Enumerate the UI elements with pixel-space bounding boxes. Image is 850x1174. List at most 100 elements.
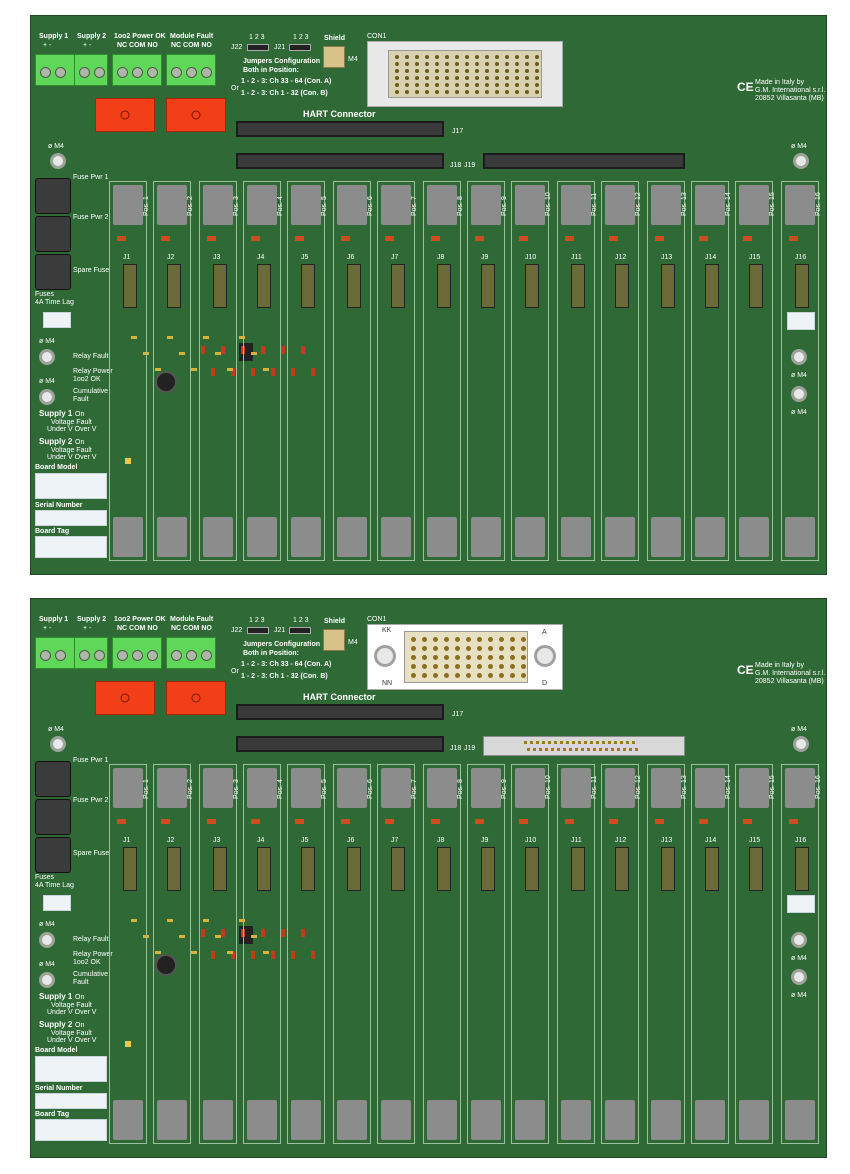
smd-component [131, 336, 137, 339]
slot-hart-connector [661, 847, 675, 891]
module-fault-relay [166, 98, 226, 132]
supply2-terminal-block[interactable] [74, 54, 108, 86]
module-fault-terminal-block[interactable] [166, 637, 216, 669]
hart-connector-j17[interactable] [236, 121, 444, 137]
spare-fuse[interactable] [35, 254, 71, 290]
con1-pin [505, 55, 509, 59]
serial-number-field[interactable] [35, 510, 107, 526]
smd-resistor [201, 929, 205, 937]
fuse-pwr2[interactable] [35, 216, 71, 252]
power-ok-terminal-block[interactable] [112, 637, 162, 669]
board-tag-field[interactable] [35, 1119, 107, 1141]
con1-pin [444, 637, 449, 642]
slot-top-connector [113, 768, 143, 808]
con1-connector[interactable] [367, 41, 563, 107]
board-model-field[interactable] [35, 1056, 107, 1082]
board-tag-field[interactable] [35, 536, 107, 558]
con1-pin [422, 673, 427, 678]
con1-pin [465, 90, 469, 94]
spare-fuse[interactable] [35, 837, 71, 873]
fuse-pwr1[interactable] [35, 761, 71, 797]
board-model-field[interactable] [35, 473, 107, 499]
con1-pin [435, 90, 439, 94]
j22-jumper[interactable] [247, 44, 269, 51]
shield-pad[interactable] [323, 46, 345, 68]
hart-connector-j18[interactable] [236, 736, 444, 752]
slot16-label-pad [787, 895, 815, 913]
supply1-terminal-block[interactable] [35, 54, 75, 86]
con1-nn-label: NN [382, 680, 393, 687]
led-supply1-label: Supply 1 [39, 409, 73, 418]
slot-top-connector [785, 768, 815, 808]
module-fault-terminal-block[interactable] [166, 54, 216, 86]
relay-power-led-label: Relay Power 1oo2 OK [73, 951, 113, 966]
power-ok-terminal-block[interactable] [112, 54, 162, 86]
slot-connector-label: J5 [301, 254, 309, 261]
slot-bottom-connector [651, 517, 681, 557]
db37-pin [608, 741, 611, 744]
hart-connector-j17[interactable] [236, 704, 444, 720]
j22-jumper[interactable] [247, 627, 269, 634]
db37-pin [569, 748, 572, 751]
hart-connector-j19[interactable] [483, 153, 685, 169]
supply1-terminal-block[interactable] [35, 637, 75, 669]
slot-connector-label: J16 [795, 254, 807, 261]
con1-pin [455, 76, 459, 80]
slot-position-label: Pos. 14 [725, 192, 732, 216]
hart-connector-j18[interactable] [236, 153, 444, 169]
jumper-option-a: 1 - 2 - 3: Ch 33 - 64 (Con. A) [241, 78, 332, 85]
terminal-screw [171, 650, 182, 661]
j21-jumper[interactable] [289, 44, 311, 51]
con1-pin [477, 646, 482, 651]
con1-pin [475, 69, 479, 73]
fuse-pwr1[interactable] [35, 178, 71, 214]
con1-pin [415, 90, 419, 94]
con1-pin [477, 655, 482, 660]
led-supply2-label: Supply 2 [39, 1020, 73, 1029]
slot-led [655, 236, 664, 241]
j21-jumper[interactable] [289, 627, 311, 634]
slot-bottom-connector [471, 1100, 501, 1140]
fuse-pwr2[interactable] [35, 799, 71, 835]
shield-pad[interactable] [323, 629, 345, 651]
slot-connector-label: J6 [347, 254, 355, 261]
supply2-terminal-block[interactable] [74, 637, 108, 669]
slot-top-connector [471, 185, 501, 225]
serial-number-field[interactable] [35, 1093, 107, 1109]
db37-connector-j19[interactable] [483, 736, 685, 756]
jumper-option-a: 1 - 2 - 3: Ch 33 - 64 (Con. A) [241, 661, 332, 668]
